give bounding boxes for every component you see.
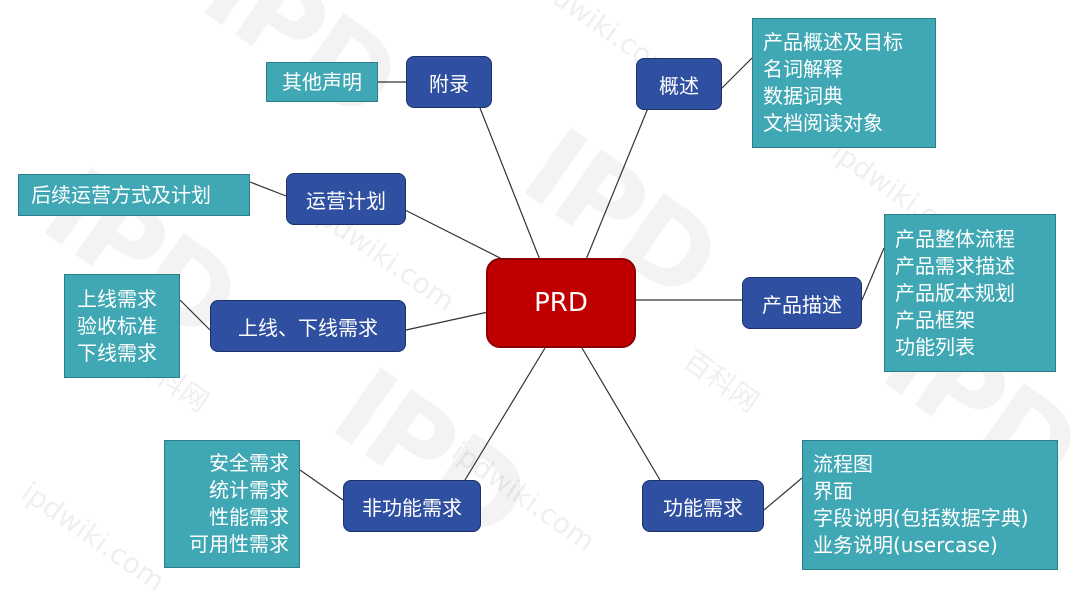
leaf-item: 功能列表 — [895, 334, 975, 359]
line-hub-appendix — [479, 107, 541, 261]
leaf-item: 统计需求 — [209, 478, 289, 502]
leaf-item: 验收标准 — [77, 313, 157, 338]
leaf-product-desc: 产品整体流程 产品需求描述 产品版本规划 产品框架 功能列表 — [884, 214, 1056, 372]
node-non-functional[interactable]: 非功能需求 — [343, 480, 481, 532]
hub-prd[interactable]: PRD — [486, 258, 636, 348]
line-hub-functional — [581, 347, 661, 481]
leaf-item: 可用性需求 — [189, 532, 289, 556]
leaf-item: 性能需求 — [209, 505, 289, 529]
leaf-functional: 流程图 界面 字段说明(包括数据字典) 业务说明(usercase) — [802, 440, 1058, 570]
leaf-item: 产品整体流程 — [895, 226, 1015, 251]
leaf-item: 产品框架 — [895, 307, 975, 332]
line-operation-leaf — [249, 181, 287, 197]
line-functional-leaf — [763, 477, 803, 511]
leaf-item: 数据词典 — [763, 84, 843, 108]
line-hub-operation — [404, 209, 509, 263]
line-hub-overview — [584, 107, 649, 263]
leaf-item: 业务说明(usercase) — [813, 533, 998, 557]
line-launch-leaf — [179, 299, 211, 331]
leaf-item: 流程图 — [813, 452, 873, 476]
line-nonfunctional-leaf — [299, 469, 344, 501]
leaf-item: 文档阅读对象 — [763, 111, 883, 135]
line-hub-nonfunctional — [464, 347, 546, 481]
leaf-non-functional: 安全需求 统计需求 性能需求 可用性需求 — [164, 440, 300, 568]
node-product-desc[interactable]: 产品描述 — [742, 277, 862, 329]
leaf-operation: 后续运营方式及计划 — [18, 174, 250, 216]
leaf-launch: 上线需求 验收标准 下线需求 — [64, 274, 180, 378]
line-overview-leaf — [719, 57, 753, 91]
leaf-item: 其他声明 — [282, 69, 362, 94]
leaf-item: 后续运营方式及计划 — [31, 182, 211, 207]
line-productdesc-leaf — [861, 247, 885, 301]
leaf-item: 名词解释 — [763, 57, 843, 81]
leaf-item: 字段说明(包括数据字典) — [813, 506, 1029, 530]
node-functional[interactable]: 功能需求 — [642, 480, 764, 532]
node-overview[interactable]: 概述 — [636, 58, 722, 110]
node-launch[interactable]: 上线、下线需求 — [210, 300, 406, 352]
leaf-item: 产品概述及目标 — [763, 30, 903, 54]
leaf-item: 下线需求 — [77, 340, 157, 365]
leaf-item: 上线需求 — [77, 286, 157, 311]
leaf-appendix: 其他声明 — [266, 62, 378, 102]
line-hub-launch — [405, 311, 489, 331]
leaf-overview: 产品概述及目标 名词解释 数据词典 文档阅读对象 — [752, 18, 936, 148]
leaf-item: 界面 — [813, 479, 853, 503]
node-operation[interactable]: 运营计划 — [286, 173, 406, 225]
leaf-item: 安全需求 — [209, 451, 289, 475]
node-appendix[interactable]: 附录 — [406, 56, 492, 108]
leaf-item: 产品需求描述 — [895, 253, 1015, 278]
leaf-item: 产品版本规划 — [895, 280, 1015, 305]
